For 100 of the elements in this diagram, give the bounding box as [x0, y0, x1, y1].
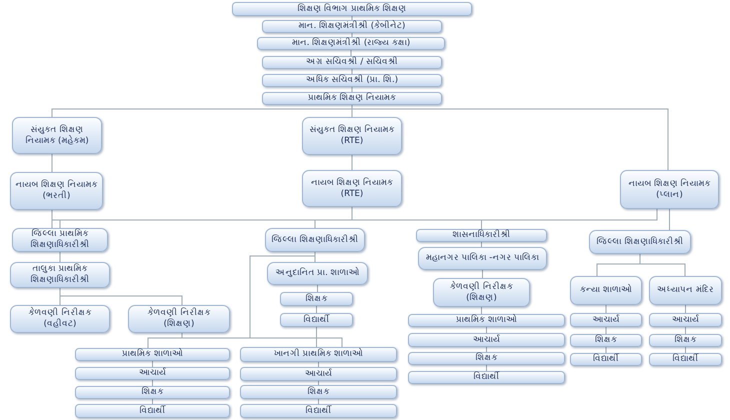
- position-title: કેળવણી નિરીક્ષક (શિક્ષણ): [449, 282, 514, 304]
- position-title: આચાર્ય: [592, 314, 620, 326]
- position-box: [589, 230, 691, 254]
- position-box: [75, 367, 230, 380]
- position-box: [649, 353, 722, 366]
- connector-line: [317, 284, 318, 292]
- connector-line: [318, 362, 319, 368]
- position-title: અગ્ર સચિવશ્રી / સચિવશ્રી: [305, 57, 399, 68]
- position-title: આચાર્ય: [138, 368, 167, 379]
- position-box: [570, 353, 642, 366]
- connector-line: [318, 380, 319, 386]
- position-title: વિદ્યાર્થી: [472, 372, 501, 383]
- position-title: વિદ્યાર્થી: [304, 406, 333, 416]
- position-title: સંયુક્ત શિક્ષણ નિયામક (મહેકમ): [24, 124, 90, 146]
- position-box: [418, 247, 547, 270]
- position-title: મહાનગર પાલિકા -નગર પાલિકા: [424, 253, 540, 264]
- connector-line: [685, 346, 686, 354]
- position-title: જિલ્લા શિક્ષણાધિકારીશ્રી: [596, 236, 684, 248]
- position-box: [128, 305, 230, 333]
- connector-line: [152, 398, 153, 404]
- connector-line: [316, 326, 317, 348]
- position-title: અનુદાનિત પ્રા. શાળાઓ: [274, 268, 361, 279]
- position-title: નાયબ શિક્ષણ નિયામક (RTE): [310, 178, 394, 200]
- position-box: [262, 20, 442, 33]
- connector-line: [481, 306, 482, 314]
- position-box: [649, 276, 722, 305]
- position-box: [10, 172, 103, 210]
- position-title: ખાનગી પ્રાથમિક શાળાઓ: [272, 349, 364, 360]
- position-box: [75, 348, 230, 361]
- connector-line: [152, 380, 153, 386]
- position-box: [240, 404, 397, 418]
- position-box: [267, 262, 368, 285]
- position-title: કન્યા શાળાઓ: [579, 285, 633, 296]
- position-title: આચાર્ય: [472, 334, 501, 346]
- position-box: [408, 314, 565, 327]
- connector-line: [60, 288, 182, 306]
- connector-line: [481, 208, 658, 230]
- connector-line: [685, 326, 686, 334]
- position-box: [416, 229, 547, 242]
- position-box: [570, 334, 642, 347]
- position-box: [240, 347, 397, 362]
- connector-line: [486, 364, 487, 372]
- position-box: [280, 292, 353, 306]
- position-box: [257, 37, 445, 50]
- connector-line: [486, 346, 487, 352]
- position-box: [649, 313, 722, 327]
- position-box: [570, 313, 642, 327]
- position-box: [620, 170, 719, 209]
- connector-line: [152, 360, 153, 368]
- position-title: પ્રાથમિક શિક્ષણ નિયામક: [306, 93, 398, 104]
- position-title: આચાર્ય: [304, 368, 333, 380]
- position-box: [75, 386, 230, 399]
- position-title: શિક્ષક: [304, 294, 328, 304]
- position-box: [240, 367, 397, 381]
- connector-line: [486, 326, 487, 334]
- position-title: શિક્ષક: [306, 386, 330, 398]
- position-title: વિદ્યાર્થી: [302, 314, 331, 326]
- position-title: કેળવણી નિરીક્ષક (શિક્ષણ): [146, 308, 212, 330]
- connector-line: [250, 252, 342, 348]
- position-title: અધિક સચિવશ્રી (પ્રા. શિ.): [304, 75, 400, 86]
- position-box: [232, 2, 472, 16]
- position-title: જિલ્લા શિક્ષણાધિકારીશ્રી: [270, 234, 360, 246]
- connector-line: [481, 242, 482, 248]
- position-title: માન. શિક્ષણમંત્રીશ્રી (રાજ્ય કક્ષા): [290, 38, 412, 49]
- position-title: વિદ્યાર્થી: [672, 354, 700, 365]
- position-title: વિદ્યાર્થી: [592, 354, 620, 365]
- connector-line: [316, 306, 317, 314]
- position-title: આચાર્ય: [671, 314, 700, 326]
- connector-line: [685, 304, 686, 314]
- position-box: [10, 262, 110, 288]
- position-box: [265, 228, 365, 252]
- position-title: શિક્ષક: [674, 335, 698, 346]
- position-box: [262, 92, 442, 105]
- position-box: [240, 385, 397, 399]
- position-box: [262, 74, 442, 87]
- connector-line: [318, 398, 319, 404]
- position-title: શાસનાધિકારીશ્રી: [452, 230, 512, 241]
- position-title: જિલ્લા પ્રાથમિક શિક્ષણાધિકારીશ્રી: [30, 229, 90, 251]
- position-box: [280, 313, 353, 327]
- position-title: નાયબ શિક્ષણ નિયામક (પ્લાન): [627, 178, 712, 200]
- position-title: શિક્ષક: [594, 335, 618, 346]
- connector-line: [482, 270, 483, 278]
- position-box: [408, 371, 565, 384]
- position-title: નાયબ શિક્ષણ નિયામક (ભરતી): [14, 180, 99, 202]
- position-box: [433, 278, 530, 307]
- position-title: અધ્યાપન મંદિર: [656, 285, 715, 296]
- position-box: [408, 352, 565, 365]
- position-title: તાલુકા પ્રાથમિક શિક્ષણાધિકારીશ્રી: [30, 264, 90, 286]
- position-title: શિક્ષણ વિભાગ પ્રાથમિક શિક્ષણ: [296, 4, 408, 14]
- position-box: [302, 170, 402, 207]
- position-box: [12, 117, 102, 154]
- position-title: પ્રાથમિક શાળાઓ: [455, 315, 518, 326]
- position-title: પ્રાથમિક શાળાઓ: [121, 349, 184, 360]
- position-title: વિદ્યાર્થી: [138, 406, 167, 416]
- position-box: [10, 305, 110, 333]
- position-title: શિક્ષક: [474, 353, 498, 364]
- position-box: [262, 56, 442, 69]
- position-title: શિક્ષક: [140, 387, 164, 398]
- position-title: કેળવણી નિરીક્ષક (વહીવટ): [28, 308, 92, 330]
- position-box: [570, 276, 642, 305]
